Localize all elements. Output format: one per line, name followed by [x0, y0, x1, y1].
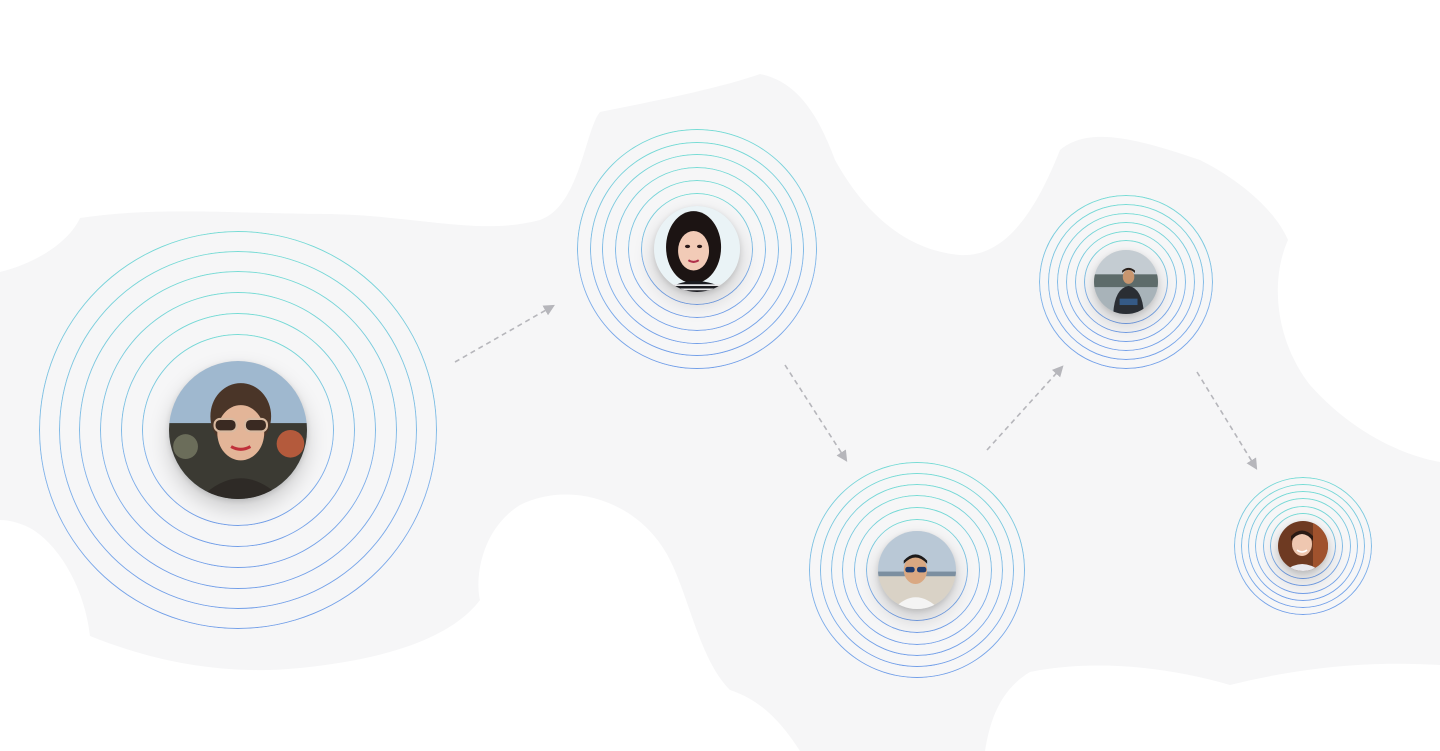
user-avatar-icon	[878, 531, 956, 609]
avatar-photo	[1094, 250, 1158, 314]
user-avatar-icon	[654, 206, 740, 292]
avatar-photo	[878, 531, 956, 609]
user-avatar-icon	[169, 361, 307, 499]
user-avatar-icon	[1278, 521, 1328, 571]
avatar-photo	[1278, 521, 1328, 571]
user-avatar-icon	[1094, 250, 1158, 314]
avatar-photo	[654, 206, 740, 292]
avatar-photo	[169, 361, 307, 499]
